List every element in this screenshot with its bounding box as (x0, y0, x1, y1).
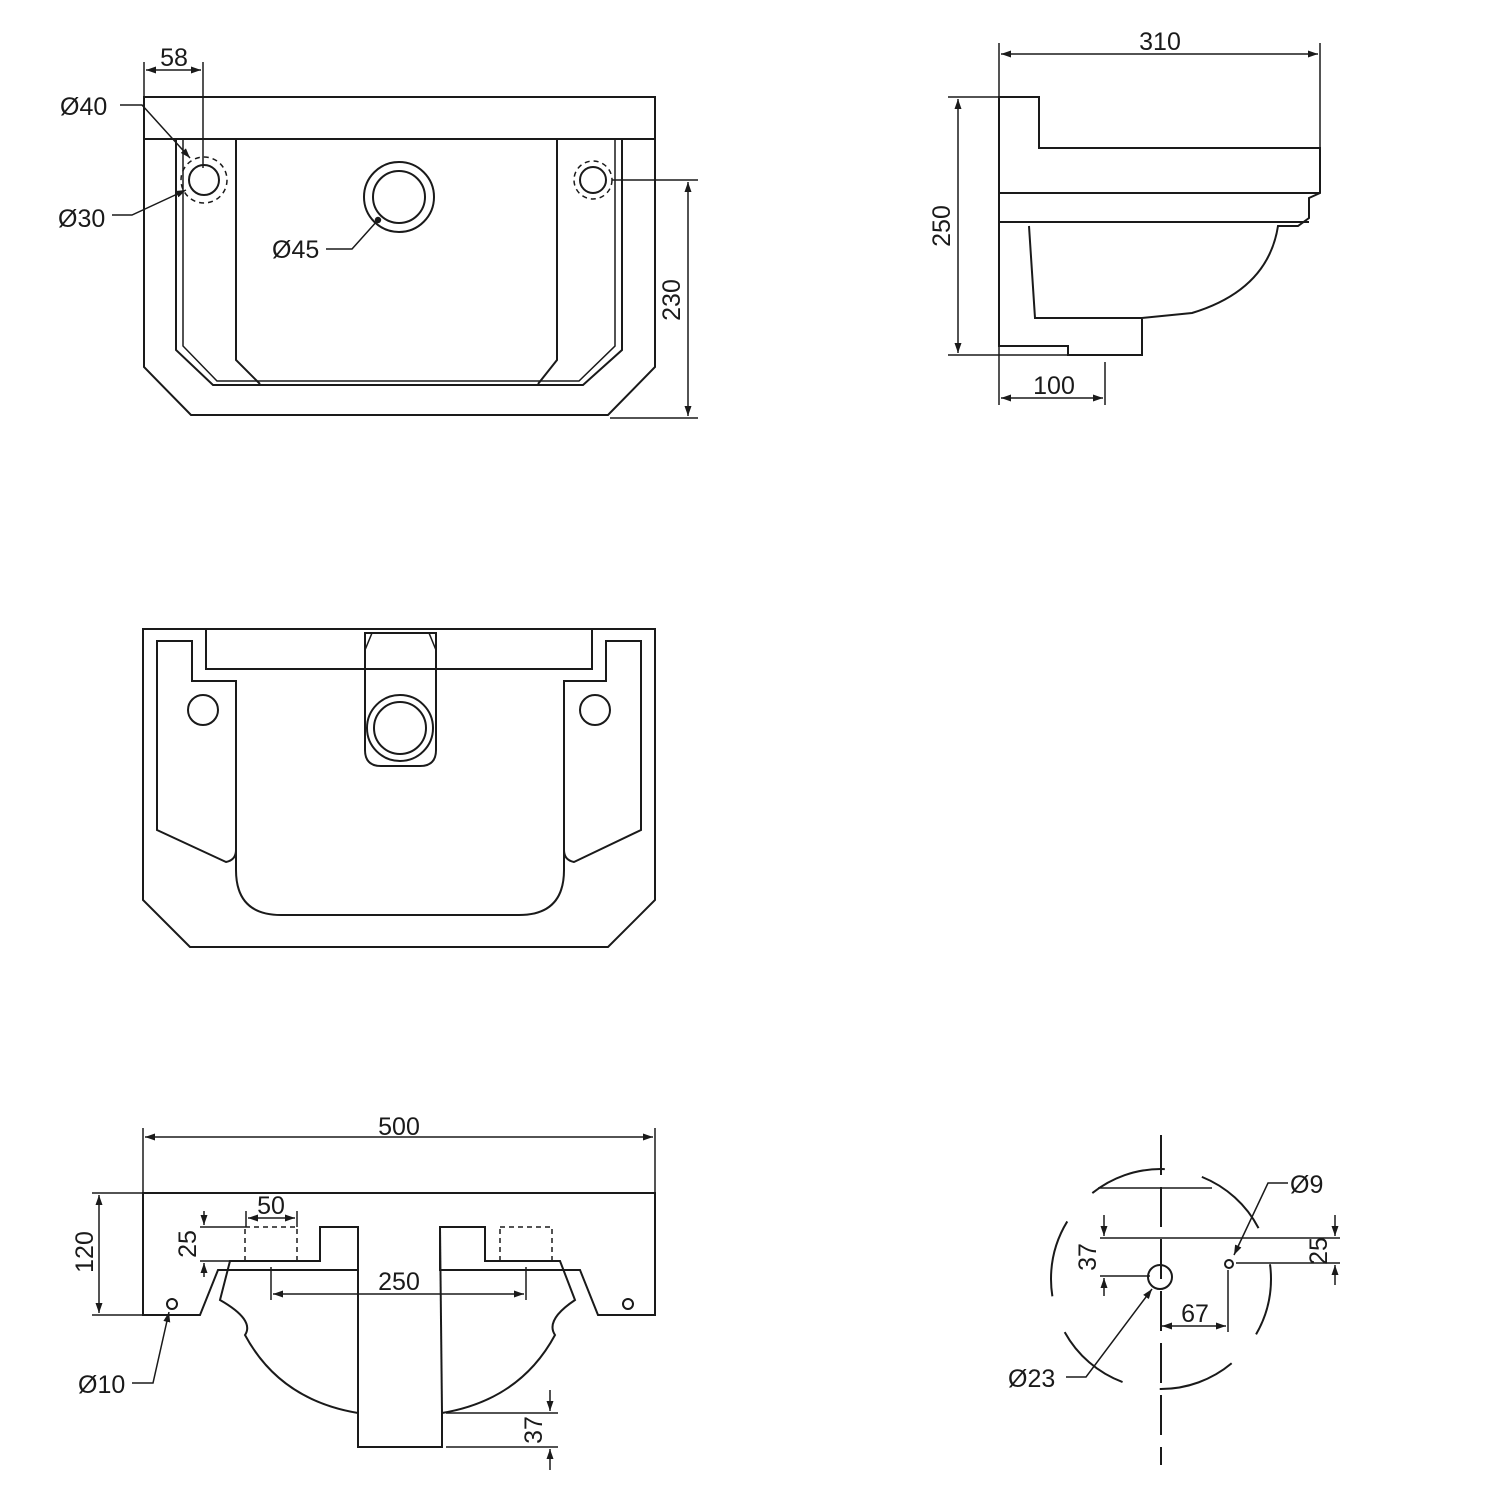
label-slot-depth: 25 (174, 1230, 202, 1258)
label-slot-width: 50 (257, 1192, 285, 1220)
dim-tap-offset: 58 (143, 44, 204, 168)
label-hole-large: Ø23 (1008, 1365, 1055, 1393)
label-tap-outer-dia: Ø40 (60, 93, 107, 121)
waste-hole (363, 161, 435, 233)
dim-fixing-spacing: 250 (270, 1267, 527, 1300)
label-fixing-spacing: 250 (378, 1268, 420, 1296)
dim-offset-v: 37 (1074, 1215, 1108, 1296)
dim-slot-width: 50 (245, 1192, 298, 1227)
dim-depth: 230 (610, 179, 698, 419)
dim-offset-h: 67 (1162, 1270, 1229, 1332)
side-profile (998, 96, 1321, 356)
label-offset-h: 67 (1181, 1300, 1209, 1328)
label-hole-small: Ø9 (1290, 1171, 1323, 1199)
dim-side-height: 250 (928, 96, 1068, 356)
label-waste-dia: Ø45 (272, 236, 319, 264)
tap-hole-left (180, 156, 228, 204)
label-front-width: 500 (378, 1113, 420, 1141)
label-bottom-depth: 37 (520, 1416, 548, 1444)
label-front-height: 120 (71, 1231, 99, 1273)
dim-offset-v2: 25 (1305, 1215, 1339, 1285)
dim-slot-depth: 25 (174, 1211, 245, 1277)
dim-hole-small: Ø9 (1233, 1171, 1323, 1256)
basin-outline (143, 96, 656, 416)
dim-bottom-depth: 37 (446, 1390, 558, 1470)
label-offset-v: 37 (1074, 1243, 1102, 1271)
label-depth: 230 (658, 279, 686, 321)
dim-waste-dia: Ø45 (272, 216, 382, 264)
plan-view: 58 Ø40 Ø30 Ø45 230 (58, 44, 698, 419)
label-tap-inner-dia: Ø30 (58, 205, 105, 233)
label-tap-offset: 58 (160, 44, 188, 72)
dim-pedestal: 100 (998, 346, 1106, 405)
label-side-height: 250 (928, 205, 956, 247)
dim-hole-large: Ø23 (1008, 1288, 1153, 1393)
label-fixing-hole-dia: Ø10 (78, 1371, 125, 1399)
label-pedestal: 100 (1033, 372, 1075, 400)
label-side-width: 310 (1139, 28, 1181, 56)
dim-front-width: 500 (142, 1113, 656, 1193)
side-view: 310 250 100 (928, 28, 1321, 405)
tap-hole-right (573, 160, 613, 200)
dim-tap-inner-dia: Ø30 (58, 189, 187, 233)
front-view: 500 120 50 25 250 (71, 1113, 656, 1470)
dim-front-height: 120 (71, 1192, 143, 1316)
detail-view: 37 25 67 Ø9 Ø23 (1008, 1135, 1340, 1465)
dim-side-width: 310 (998, 28, 1321, 148)
underside-view (142, 628, 656, 948)
label-offset-v2: 25 (1305, 1237, 1333, 1265)
dim-tap-outer-dia: Ø40 (60, 93, 191, 159)
dim-fixing-hole-dia: Ø10 (78, 1311, 171, 1399)
